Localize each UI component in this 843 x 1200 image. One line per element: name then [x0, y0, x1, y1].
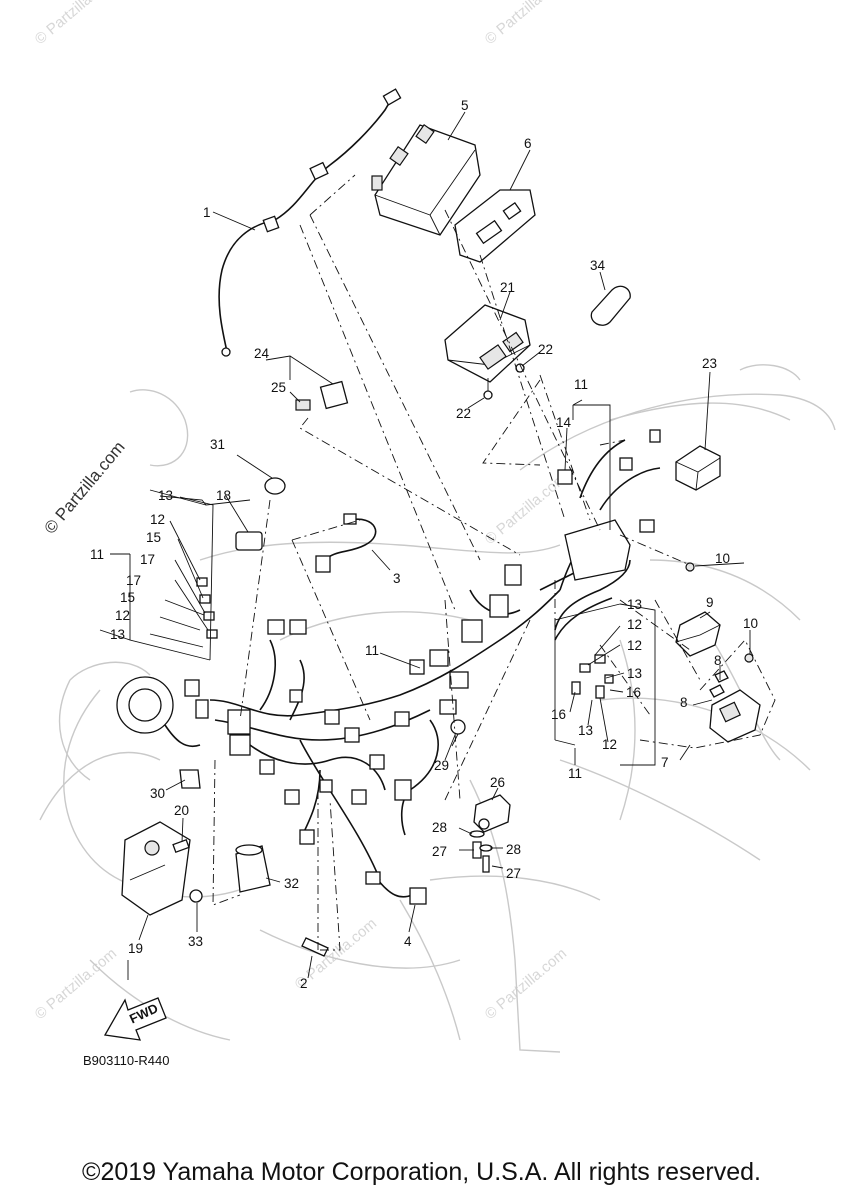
watermark-top-left: © Partzilla.com — [32, 0, 120, 48]
callout-12b: 12 — [115, 608, 130, 623]
callout-17a: 17 — [140, 552, 155, 567]
copyright-notice: ©2019 Yamaha Motor Corporation, U.S.A. A… — [82, 1158, 761, 1186]
callout-24: 24 — [254, 346, 270, 361]
battery-band-part-6 — [454, 189, 536, 263]
callout-22b: 22 — [456, 406, 471, 421]
fuses-left-group — [196, 577, 218, 639]
callout-28a: 28 — [432, 820, 447, 835]
callout-18: 18 — [216, 488, 231, 503]
callout-11a: 11 — [90, 547, 104, 562]
callout-28b: 28 — [506, 842, 521, 857]
callout-23: 23 — [702, 356, 717, 371]
leader-lines — [99, 111, 751, 980]
callout-3: 3 — [393, 571, 401, 586]
watermark-bottom-right: © Partzilla.com — [482, 945, 570, 1023]
callout-13c: 13 — [627, 597, 642, 612]
callout-22a: 22 — [538, 342, 553, 357]
battery-lead-part-1 — [218, 88, 402, 357]
sensor-part-4 — [365, 871, 427, 905]
fuses-right-group — [571, 654, 614, 699]
clamp-part-30 — [179, 769, 201, 789]
relay-part-18 — [235, 531, 263, 551]
clamp-part-31 — [264, 477, 286, 495]
callout-13e: 13 — [578, 723, 593, 738]
callouts: 1 2 3 4 5 6 7 8 8 9 10 10 11 11 11 11 12… — [90, 98, 758, 991]
callout-5: 5 — [461, 98, 469, 113]
callout-26: 26 — [490, 775, 505, 790]
watermark-top-right: © Partzilla.com — [482, 0, 570, 48]
callout-20: 20 — [174, 803, 189, 818]
watermark-bottom-left: © Partzilla.com — [32, 945, 120, 1023]
clip-part-33 — [189, 889, 203, 903]
callout-13a: 13 — [158, 488, 173, 503]
callout-12e: 12 — [602, 737, 617, 752]
callout-6: 6 — [524, 136, 532, 151]
main-wire-harness-part-11 — [209, 529, 601, 881]
callout-14: 14 — [556, 415, 572, 430]
callout-25: 25 — [271, 380, 286, 395]
battery-part-5 — [371, 123, 481, 236]
callout-8b: 8 — [680, 695, 688, 710]
callout-12a: 12 — [150, 512, 165, 527]
callout-27b: 27 — [506, 866, 521, 881]
callout-11b: 11 — [365, 643, 379, 658]
nut-part-10 — [685, 562, 754, 663]
relay-part-23 — [675, 445, 721, 491]
callout-32: 32 — [284, 876, 299, 891]
clamp-part-29 — [450, 719, 466, 735]
sensor-part-26 — [473, 794, 511, 833]
callout-30: 30 — [150, 786, 165, 801]
cover-part-19 — [121, 821, 191, 916]
callout-19: 19 — [128, 941, 143, 956]
connector-group-part-11-upper — [554, 429, 661, 641]
callout-16a: 16 — [626, 685, 641, 700]
callout-11c: 11 — [574, 377, 588, 392]
connector-part-24 — [295, 380, 349, 411]
callout-13b: 13 — [110, 627, 125, 642]
callout-2: 2 — [300, 976, 308, 991]
callout-16b: 16 — [551, 707, 566, 722]
callout-7: 7 — [661, 755, 669, 770]
callout-13d: 13 — [627, 666, 642, 681]
callout-17b: 17 — [126, 573, 141, 588]
callout-9: 9 — [706, 595, 714, 610]
callout-29: 29 — [434, 758, 449, 773]
watermark-center: © Partzilla.com — [482, 470, 570, 548]
diagram-code: B903110-R440 — [83, 1053, 170, 1068]
callout-12d: 12 — [627, 638, 642, 653]
callout-33: 33 — [188, 934, 203, 949]
bolt-part-20 — [172, 839, 190, 853]
callout-15b: 15 — [120, 590, 135, 605]
fuse-part-34 — [590, 285, 631, 326]
callout-27a: 27 — [432, 844, 447, 859]
headlight-housing — [116, 676, 209, 747]
ecu-part-21 — [444, 304, 531, 383]
watermark-dark: © Partzilla.com — [41, 438, 129, 538]
callout-1: 1 — [203, 205, 211, 220]
callout-10a: 10 — [715, 551, 730, 566]
screws-part-27-28 — [469, 830, 493, 873]
fuse-box-part-9 — [675, 611, 721, 657]
callout-31: 31 — [210, 437, 225, 452]
starter-relay-part-7 — [709, 670, 761, 743]
sensor-part-2 — [301, 937, 329, 957]
callout-10b: 10 — [743, 616, 758, 631]
callout-11d: 11 — [568, 766, 582, 781]
callout-4: 4 — [404, 934, 412, 949]
cover-part-32 — [235, 844, 271, 893]
sensor-lead-part-3 — [315, 513, 377, 573]
callout-8a: 8 — [714, 653, 722, 668]
callout-34: 34 — [590, 258, 606, 273]
callout-21: 21 — [500, 280, 515, 295]
callout-12c: 12 — [627, 617, 642, 632]
callout-15a: 15 — [146, 530, 161, 545]
reference-lines — [212, 174, 776, 951]
forward-arrow: FWD — [103, 997, 167, 1041]
